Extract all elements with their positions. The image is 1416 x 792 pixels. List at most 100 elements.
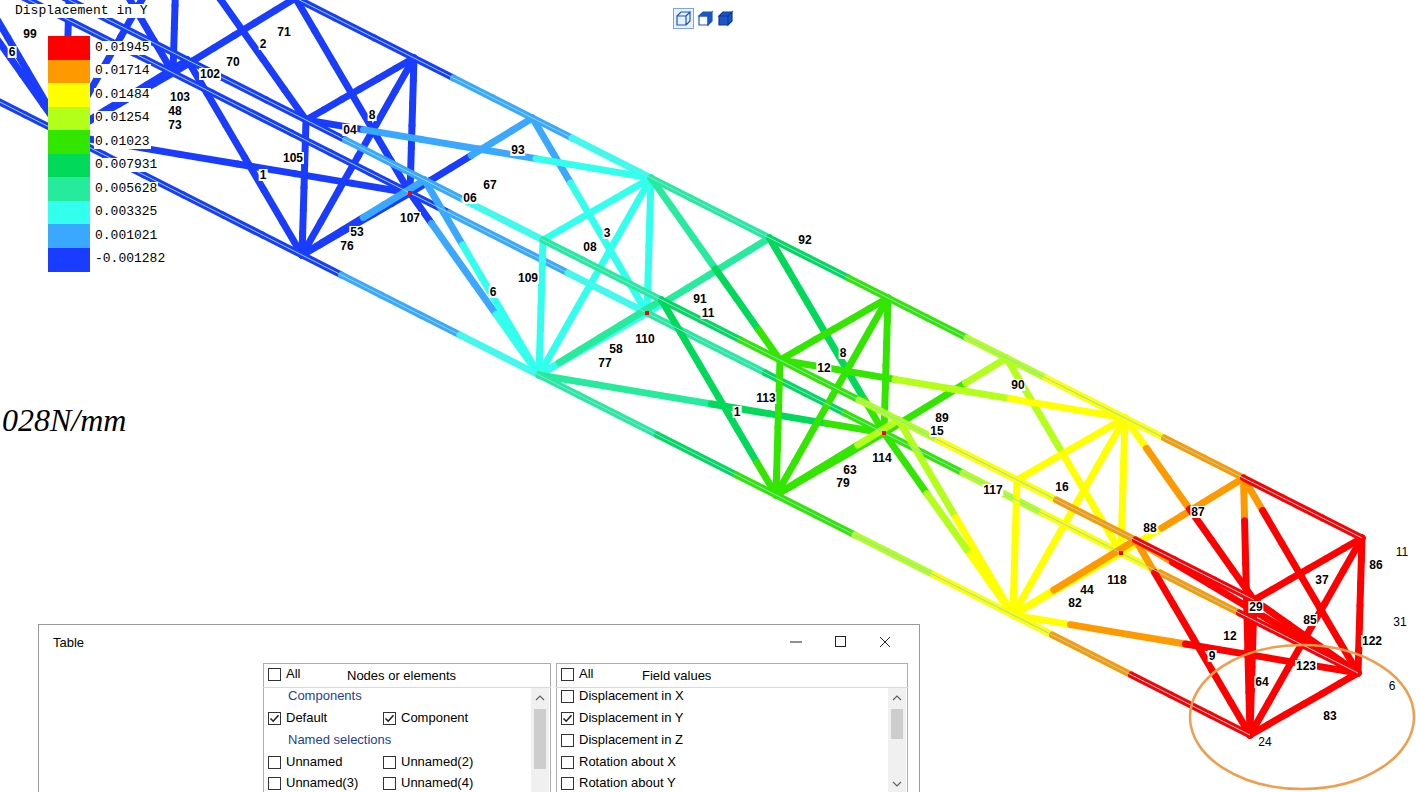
chord-centerline xyxy=(884,433,1121,553)
truss-member xyxy=(501,310,520,343)
node-number: 70 xyxy=(225,56,240,68)
node-number: 93 xyxy=(510,144,525,156)
truss-member xyxy=(904,408,924,421)
checkbox-label: Unnamed(3) xyxy=(286,775,358,791)
truss-member xyxy=(817,458,837,471)
checkbox xyxy=(383,756,396,769)
truss-member xyxy=(1211,539,1233,569)
legend-value: 0.01254 xyxy=(94,111,151,125)
truss-member xyxy=(364,130,422,140)
truss-member xyxy=(193,48,213,61)
checkbox-row: Unnamed(3) xyxy=(268,775,358,791)
load-value: 028N/mm xyxy=(2,402,126,438)
checkbox-row: Displacement in X xyxy=(561,688,684,704)
truss-member xyxy=(1071,625,1129,635)
truss-member xyxy=(226,125,245,158)
truss-member xyxy=(641,300,661,313)
node-number: 99 xyxy=(22,28,37,40)
node-number: 71 xyxy=(276,26,291,38)
chord-centerline xyxy=(177,0,414,58)
node-number: 08 xyxy=(582,241,597,253)
node-number: 1 xyxy=(259,169,268,181)
truss-member xyxy=(700,365,719,398)
truss-member xyxy=(512,118,532,131)
node-number: 12 xyxy=(816,362,831,374)
checkbox-label: All xyxy=(286,666,300,682)
truss-member xyxy=(759,330,781,360)
view-toolbar xyxy=(674,9,733,29)
truss-member xyxy=(1168,479,1190,509)
node-number: 67 xyxy=(482,179,497,191)
truss-member xyxy=(614,211,633,244)
checkbox-label: All xyxy=(579,666,593,682)
truss-member xyxy=(681,333,700,366)
node-number: 85 xyxy=(1302,614,1317,626)
truss-member xyxy=(444,213,463,246)
chord-centerline xyxy=(1017,480,1254,600)
truss-member xyxy=(1174,605,1193,638)
truss-member xyxy=(430,168,450,181)
checkbox xyxy=(561,712,574,725)
node-number: 06 xyxy=(462,192,477,204)
checkbox-row: Default xyxy=(268,710,327,726)
node-number: 107 xyxy=(399,212,421,224)
legend-value: 0.01714 xyxy=(94,64,151,78)
node-number: 6 xyxy=(1388,680,1397,692)
truss-member xyxy=(789,271,808,304)
chord-centerline xyxy=(414,58,651,178)
truss-member xyxy=(597,385,655,395)
truss-member xyxy=(1162,516,1182,529)
truss-member xyxy=(571,183,590,216)
checkbox-row: Displacement in Z xyxy=(561,732,683,748)
chord-centerline xyxy=(65,135,302,255)
truss-member xyxy=(463,245,482,278)
legend-swatch xyxy=(48,36,90,60)
checkbox xyxy=(561,690,574,703)
truss-member xyxy=(1032,549,1051,582)
truss-member xyxy=(632,178,651,211)
node-number: 16 xyxy=(1054,481,1069,493)
checkbox-row: All xyxy=(561,666,593,682)
node-number: 76 xyxy=(339,240,354,252)
checkbox xyxy=(383,712,396,725)
group-heading: Components xyxy=(288,688,362,704)
truss-member xyxy=(1045,423,1064,456)
truss-member xyxy=(749,238,769,251)
checkbox-label: Rotation about Y xyxy=(579,775,676,791)
truss-member xyxy=(275,0,295,11)
node-number: 92 xyxy=(797,234,812,246)
node-number: 29 xyxy=(1248,601,1263,613)
checkbox xyxy=(561,668,574,681)
joint-marker xyxy=(1119,551,1123,555)
truss-member xyxy=(1128,634,1186,644)
checkbox-label: Unnamed(2) xyxy=(401,754,473,770)
truss-member xyxy=(1074,565,1094,578)
truss-member xyxy=(421,139,479,149)
truss-member xyxy=(285,90,307,120)
node-number: 109 xyxy=(517,272,539,284)
checkbox-row: Rotation about X xyxy=(561,754,676,770)
truss-member xyxy=(214,36,234,49)
checkbox xyxy=(383,777,396,790)
checkbox-label: Default xyxy=(286,710,327,726)
truss-member xyxy=(8,38,27,71)
node-number: 64 xyxy=(1254,676,1269,688)
highlight-ellipse xyxy=(1190,645,1414,789)
truss-member xyxy=(395,58,414,91)
node-number: 83 xyxy=(1322,710,1337,722)
joint-marker xyxy=(645,311,649,315)
node-number: 113 xyxy=(755,392,776,404)
truss-member xyxy=(837,445,857,458)
chord-centerline xyxy=(647,313,884,433)
truss-member xyxy=(334,63,353,96)
group-heading: Named selections xyxy=(288,732,391,748)
truss-member xyxy=(918,453,937,486)
chord-centerline xyxy=(306,120,543,240)
checkbox-label: Unnamed(4) xyxy=(401,775,473,791)
truss-member xyxy=(479,149,537,159)
truss-member xyxy=(838,370,896,380)
node-number: 122 xyxy=(1361,635,1383,647)
node-number: 8 xyxy=(368,109,377,121)
checkbox-label: Displacement in X xyxy=(579,688,684,704)
checkbox xyxy=(561,734,574,747)
